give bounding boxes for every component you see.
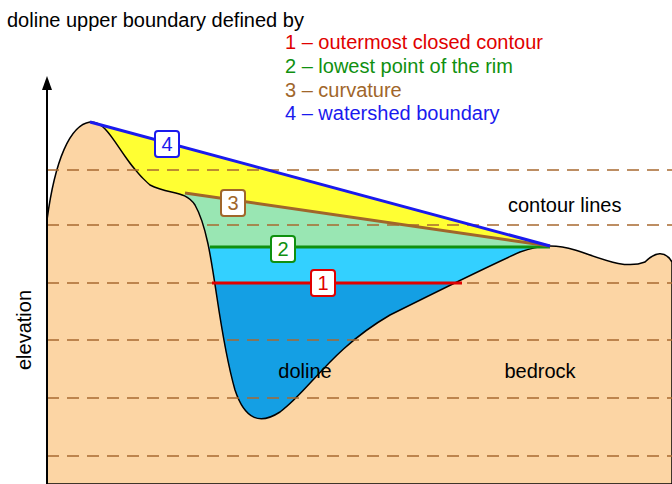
- region-label: bedrock: [504, 359, 575, 383]
- region-label: doline: [278, 359, 331, 383]
- legend-text: 4 – watershed boundary: [285, 101, 500, 125]
- axis-note: contour lines: [508, 193, 621, 217]
- callout-box: 3: [220, 189, 245, 217]
- legend-text: 3 – curvature: [285, 78, 402, 102]
- boundary-line-2: [210, 246, 550, 249]
- bedrock-shape: [47, 122, 672, 484]
- callout-number: 3: [227, 192, 238, 214]
- axis-label: elevation: [12, 290, 36, 370]
- elevation-axis: [46, 86, 48, 484]
- callout-number: 1: [317, 272, 328, 294]
- contour-lines: [47, 170, 672, 456]
- diagram-title: doline upper boundary defined by: [7, 8, 304, 32]
- boundary-line-1: [212, 282, 462, 285]
- callout-box: 4: [154, 130, 179, 158]
- axis-arrowhead: [42, 76, 52, 90]
- callout-box: 1: [310, 269, 335, 297]
- callout-number: 2: [277, 238, 288, 260]
- callout-box: 2: [270, 235, 295, 263]
- legend-text: 2 – lowest point of the rim: [285, 54, 513, 78]
- boundary-line-4: [90, 122, 550, 246]
- legend-text: 1 – outermost closed contour: [285, 30, 543, 54]
- callout-number: 4: [161, 133, 172, 155]
